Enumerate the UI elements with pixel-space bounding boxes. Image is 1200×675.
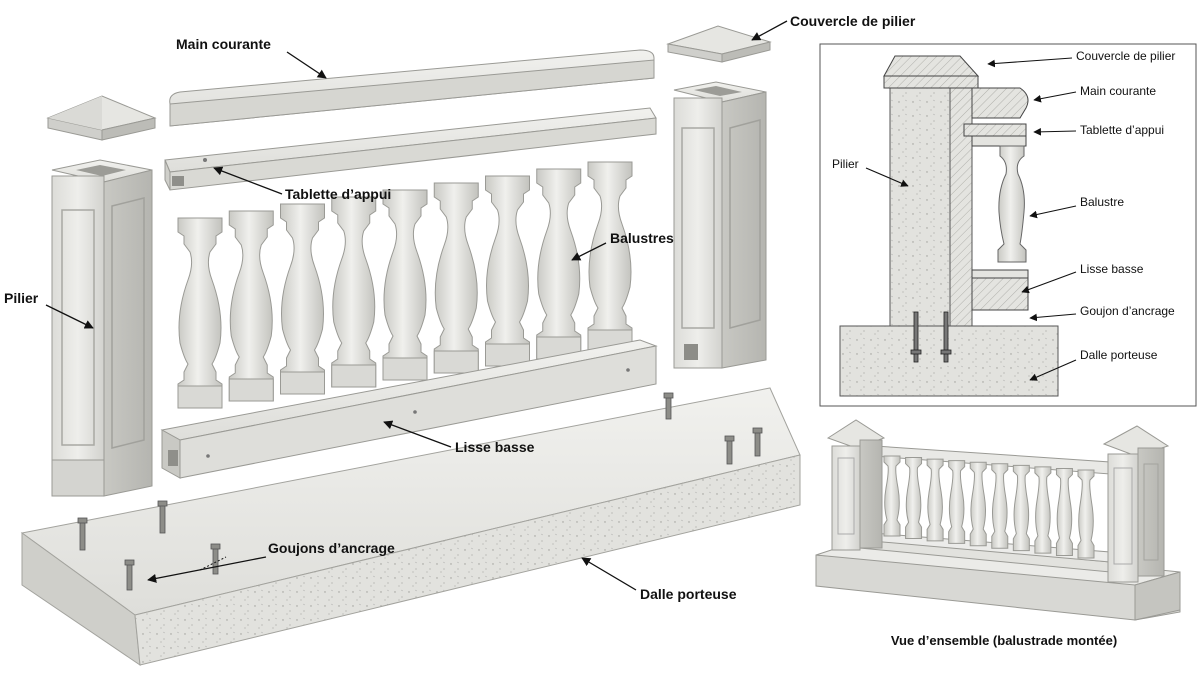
svg-text:Tablette d’appui: Tablette d’appui (1080, 123, 1164, 137)
baluster-body (228, 210, 274, 402)
section-labels: Couvercle de pilier Main courante Tablet… (832, 49, 1175, 381)
exploded-labels: Main courante Couvercle de pilier Tablet… (4, 13, 916, 602)
svg-text:Balustre: Balustre (1080, 195, 1124, 209)
svg-text:Pilier: Pilier (4, 290, 39, 306)
section-label-anchor-dowel: Goujon d’ancrage (1029, 304, 1175, 322)
baluster-base (280, 371, 325, 395)
baluster (587, 161, 633, 353)
baluster-base (228, 378, 274, 402)
svg-text:Balustres: Balustres (610, 230, 674, 246)
baluster-body (587, 161, 633, 353)
right-post-cap (666, 25, 772, 63)
baluster-body (536, 168, 582, 360)
baluster-base (433, 350, 479, 374)
section-label-post: Pilier (832, 157, 909, 187)
label-anchor-dowels: Goujons d’ancrage (147, 540, 395, 583)
label-slab: Dalle porteuse (581, 557, 737, 602)
assembled-baluster (1055, 467, 1073, 557)
svg-text:Dalle porteuse: Dalle porteuse (1080, 348, 1158, 362)
baluster (433, 182, 479, 374)
bottom-rail (160, 339, 658, 479)
assembled-baluster (926, 458, 944, 542)
baluster (331, 196, 377, 388)
svg-text:Goujons d’ancrage: Goujons d’ancrage (268, 540, 395, 556)
baluster (228, 210, 274, 402)
assembled-view (815, 419, 1181, 621)
label-bottom-rail: Lisse basse (383, 420, 535, 455)
section-label-handrail: Main courante (1033, 84, 1156, 103)
handrail (169, 49, 655, 127)
label-post-cap: Couvercle de pilier (751, 13, 916, 41)
label-balusters: Balustres (571, 230, 674, 261)
assembled-baluster (1034, 466, 1052, 554)
baluster-body (485, 175, 530, 367)
baluster (485, 175, 530, 367)
svg-text:Lisse basse: Lisse basse (455, 439, 535, 455)
svg-text:Couvercle de pilier: Couvercle de pilier (1076, 49, 1175, 63)
baluster-body (177, 217, 223, 409)
left-post-cap (46, 95, 157, 141)
baluster-base (382, 357, 428, 381)
assembled-baluster (991, 463, 1009, 549)
right-post (673, 81, 767, 369)
section-label-baluster: Balustre (1029, 195, 1124, 219)
anchor-dowels (77, 392, 763, 591)
section-label-bottom-rail: Lisse basse (1021, 262, 1144, 294)
baluster-base (331, 364, 377, 388)
assembled-baluster (969, 461, 987, 547)
baluster-body (433, 182, 479, 374)
svg-text:Lisse basse: Lisse basse (1080, 262, 1144, 276)
section-label-post-cap: Couvercle de pilier (987, 49, 1175, 68)
label-sill-rail: Tablette d’appui (213, 166, 391, 202)
assembled-baluster (1077, 469, 1095, 559)
assembled-caption: Vue d’ensemble (balustrade montée) (891, 633, 1117, 648)
baluster-base (177, 385, 223, 409)
svg-text:Main courante: Main courante (176, 36, 271, 52)
balusters (177, 161, 633, 409)
label-handrail: Main courante (176, 36, 327, 79)
section-view (819, 43, 1197, 407)
svg-text:Couvercle de pilier: Couvercle de pilier (790, 13, 916, 29)
baluster (280, 203, 325, 395)
svg-text:Main courante: Main courante (1080, 84, 1156, 98)
baluster-body (280, 203, 325, 395)
label-post: Pilier (4, 290, 94, 329)
sill-rail (164, 107, 657, 191)
svg-text:Tablette d’appui: Tablette d’appui (285, 186, 391, 202)
assembled-baluster (883, 455, 901, 537)
assembled-baluster (905, 457, 923, 539)
baluster (177, 217, 223, 409)
assembled-baluster (948, 460, 966, 544)
baluster (382, 189, 428, 381)
section-label-sill-rail: Tablette d’appui (1033, 123, 1164, 137)
assembled-balusters (883, 455, 1095, 559)
baluster-body (331, 196, 377, 388)
svg-text:Goujon d’ancrage: Goujon d’ancrage (1080, 304, 1175, 318)
baluster-body (382, 189, 428, 381)
svg-text:Pilier: Pilier (832, 157, 859, 171)
svg-text:Dalle porteuse: Dalle porteuse (640, 586, 737, 602)
assembled-baluster (1012, 464, 1030, 552)
section-label-slab: Dalle porteuse (1029, 348, 1158, 381)
left-post (51, 159, 153, 497)
baluster (536, 168, 582, 360)
